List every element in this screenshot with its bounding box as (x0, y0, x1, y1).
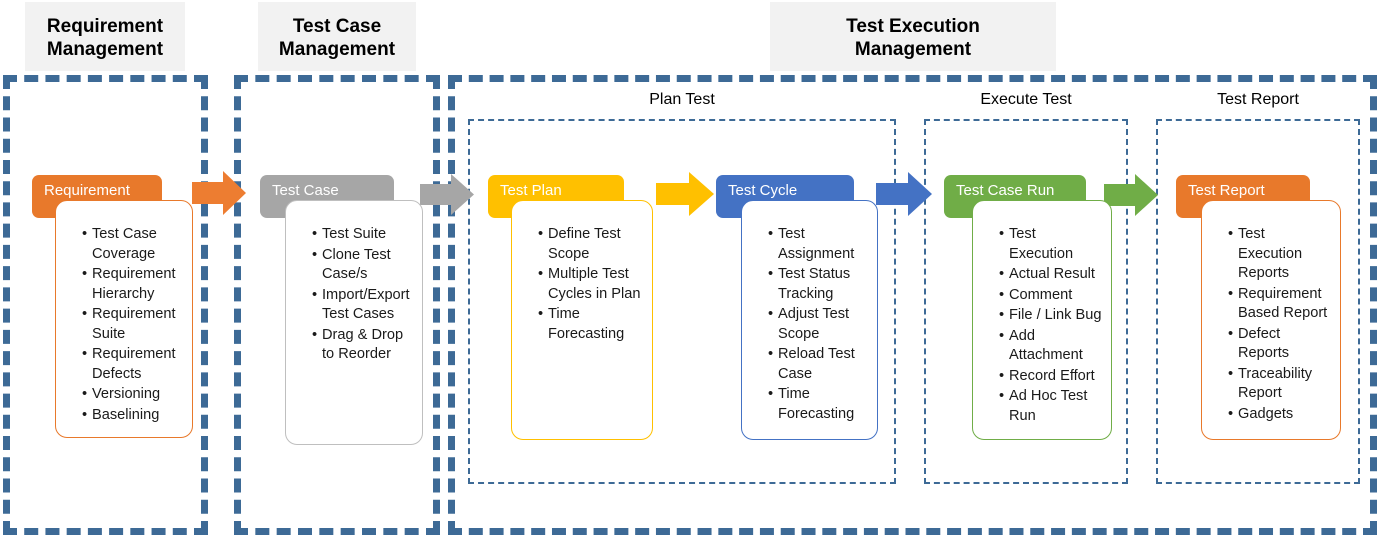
list-item: File / Link Bug (999, 306, 1103, 326)
arrow-right-icon (656, 172, 714, 216)
group-title-test-case-management: Test Case Management (258, 2, 416, 71)
list-item: Test Case Coverage (82, 225, 184, 264)
inner-label-execute-test: Execute Test (980, 91, 1072, 108)
group-title-line1: Test Case (292, 15, 382, 37)
feature-list-requirement: Test Case Coverage Requirement Hierarchy… (82, 225, 184, 425)
list-item: Actual Result (999, 265, 1103, 285)
list-item: Requirement Hierarchy (82, 265, 184, 304)
inner-label-plan-test: Plan Test (649, 91, 715, 108)
list-item: Comment (999, 286, 1103, 306)
arrow-right-icon (420, 174, 474, 215)
outer-box-test-execution-management (448, 75, 1377, 535)
list-item: Import/Export Test Cases (312, 286, 414, 325)
inner-box-test-report (1156, 119, 1360, 484)
list-item: Versioning (82, 385, 184, 405)
arrow-right-icon (192, 171, 246, 215)
arrow-test-case-to-test-plan (420, 174, 474, 215)
list-item: Reload Test Case (768, 345, 869, 384)
list-item: Test Execution Reports (1228, 225, 1332, 284)
phase-card-test-plan: Define Test Scope Multiple Test Cycles i… (511, 200, 653, 440)
feature-list-test-plan: Define Test Scope Multiple Test Cycles i… (538, 225, 644, 344)
phase-header-label: Requirement (44, 182, 130, 199)
feature-list-test-case-run: Test Execution Actual Result Comment Fil… (999, 225, 1103, 426)
list-item: Add Attachment (999, 327, 1103, 366)
list-item: Define Test Scope (538, 225, 644, 264)
list-item: Clone Test Case/s (312, 246, 414, 285)
list-item: Test Assignment (768, 225, 869, 264)
arrow-right-icon (1104, 174, 1158, 216)
list-item: Test Suite (312, 225, 414, 245)
arrow-right-icon (876, 172, 932, 216)
list-item: Requirement Defects (82, 345, 184, 384)
group-title-line2: Management (46, 38, 164, 60)
phase-header-label: Test Report (1188, 182, 1265, 199)
list-item: Traceability Report (1228, 365, 1332, 404)
arrow-test-plan-to-test-cycle (656, 172, 714, 216)
phase-card-test-case: Test Suite Clone Test Case/s Import/Expo… (285, 200, 423, 445)
outer-box-requirement-management (3, 75, 208, 535)
phase-card-test-case-run: Test Execution Actual Result Comment Fil… (972, 200, 1112, 440)
list-item: Ad Hoc Test Run (999, 387, 1103, 426)
phase-card-test-cycle: Test Assignment Test Status Tracking Adj… (741, 200, 878, 440)
inner-box-plan-test (468, 119, 896, 484)
arrow-test-cycle-to-test-case-run (876, 172, 932, 216)
feature-list-test-report: Test Execution Reports Requirement Based… (1228, 225, 1332, 424)
group-title-line1: Requirement (46, 15, 164, 37)
arrow-requirement-to-test-case (192, 171, 246, 215)
list-item: Defect Reports (1228, 325, 1332, 364)
list-item: Test Execution (999, 225, 1103, 264)
list-item: Test Status Tracking (768, 265, 869, 304)
phase-card-requirement: Test Case Coverage Requirement Hierarchy… (55, 200, 193, 438)
list-item: Requirement Based Report (1228, 285, 1332, 324)
list-item: Gadgets (1228, 405, 1332, 425)
phase-header-label: Test Cycle (728, 182, 798, 199)
inner-label-test-report: Test Report (1217, 91, 1299, 108)
list-item: Baselining (82, 406, 184, 426)
inner-box-execute-test (924, 119, 1128, 484)
phase-card-test-report: Test Execution Reports Requirement Based… (1201, 200, 1341, 440)
feature-list-test-case: Test Suite Clone Test Case/s Import/Expo… (312, 225, 414, 365)
group-title-line2: Management (278, 38, 396, 60)
list-item: Drag & Drop to Reorder (312, 326, 414, 365)
list-item: Requirement Suite (82, 305, 184, 344)
phase-header-label: Test Case (272, 182, 339, 199)
group-title-line2: Management (854, 38, 972, 60)
list-item: Time Forecasting (538, 305, 644, 344)
list-item: Adjust Test Scope (768, 305, 869, 344)
phase-header-label: Test Case Run (956, 182, 1055, 199)
outer-box-test-case-management (234, 75, 440, 535)
feature-list-test-cycle: Test Assignment Test Status Tracking Adj… (768, 225, 869, 424)
group-title-requirement-management: Requirement Management (25, 2, 185, 71)
list-item: Record Effort (999, 367, 1103, 387)
phase-header-label: Test Plan (500, 182, 562, 199)
list-item: Time Forecasting (768, 385, 869, 424)
list-item: Multiple Test Cycles in Plan (538, 265, 644, 304)
group-title-test-execution-management: Test Execution Management (770, 2, 1056, 71)
group-title-line1: Test Execution (846, 15, 980, 37)
arrow-test-case-run-to-test-report (1104, 174, 1158, 216)
